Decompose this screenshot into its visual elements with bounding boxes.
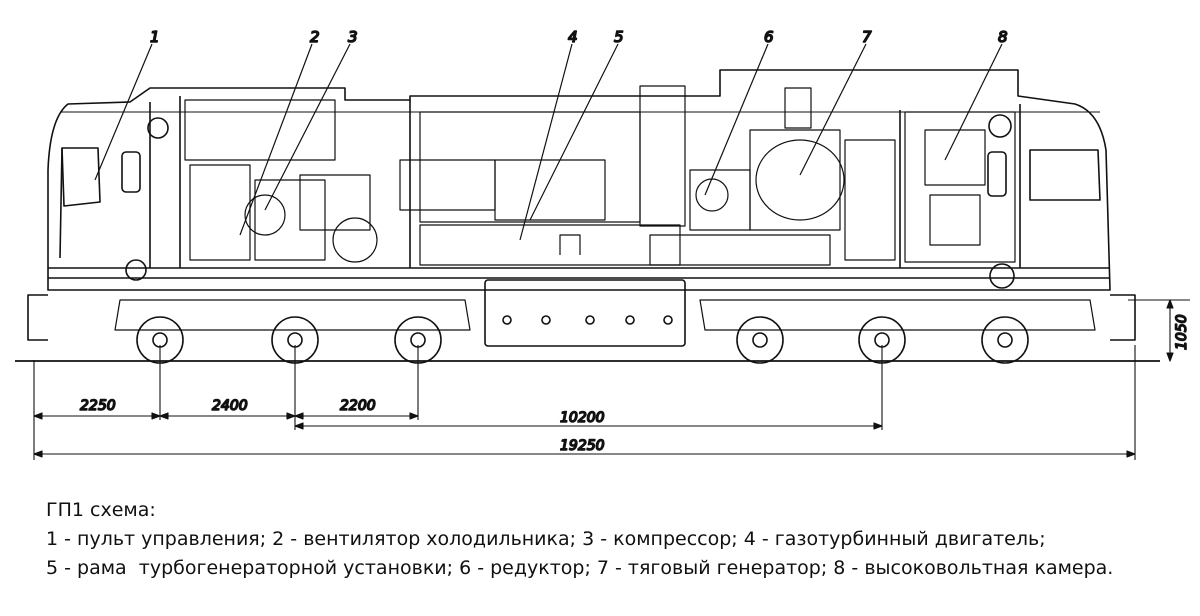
- machinery: [184, 85, 1016, 266]
- dim-2400: 2400: [212, 398, 248, 414]
- locomotive-body: [47, 69, 1111, 291]
- legend-line-2: 5 - рама турбогенераторной установки; 6 …: [46, 557, 1114, 579]
- dimension-lines: [33, 299, 1190, 460]
- callout-2: 2: [310, 28, 320, 46]
- dim-19250: 19250: [560, 438, 605, 454]
- legend: ГП1 схема: 1 - пульт управления; 2 - вен…: [46, 496, 1176, 583]
- front-bogie: [114, 299, 471, 364]
- callout-4: 4: [568, 28, 578, 46]
- dim-1050: 1050: [1174, 314, 1190, 350]
- dim-2250: 2250: [80, 398, 116, 414]
- callout-5: 5: [614, 28, 624, 46]
- fuel-tank: [484, 279, 686, 347]
- callout-1: 1: [150, 28, 160, 46]
- callout-8: 8: [998, 28, 1008, 46]
- legend-line-1: 1 - пульт управления; 2 - вентилятор хол…: [46, 528, 1046, 550]
- callout-6: 6: [764, 28, 774, 46]
- legend-title: ГП1 схема:: [46, 499, 156, 521]
- callout-leaders: [94, 43, 1003, 241]
- couplers: [27, 294, 1136, 341]
- callout-7: 7: [862, 28, 872, 46]
- dim-2200: 2200: [340, 398, 376, 414]
- rear-bogie: [699, 299, 1096, 364]
- callout-3: 3: [348, 28, 358, 46]
- locomotive-diagram: 1 2 3 4 5 6 7 8 2250 2400 2200 10200 192…: [15, 27, 1191, 460]
- dim-10200: 10200: [560, 410, 605, 426]
